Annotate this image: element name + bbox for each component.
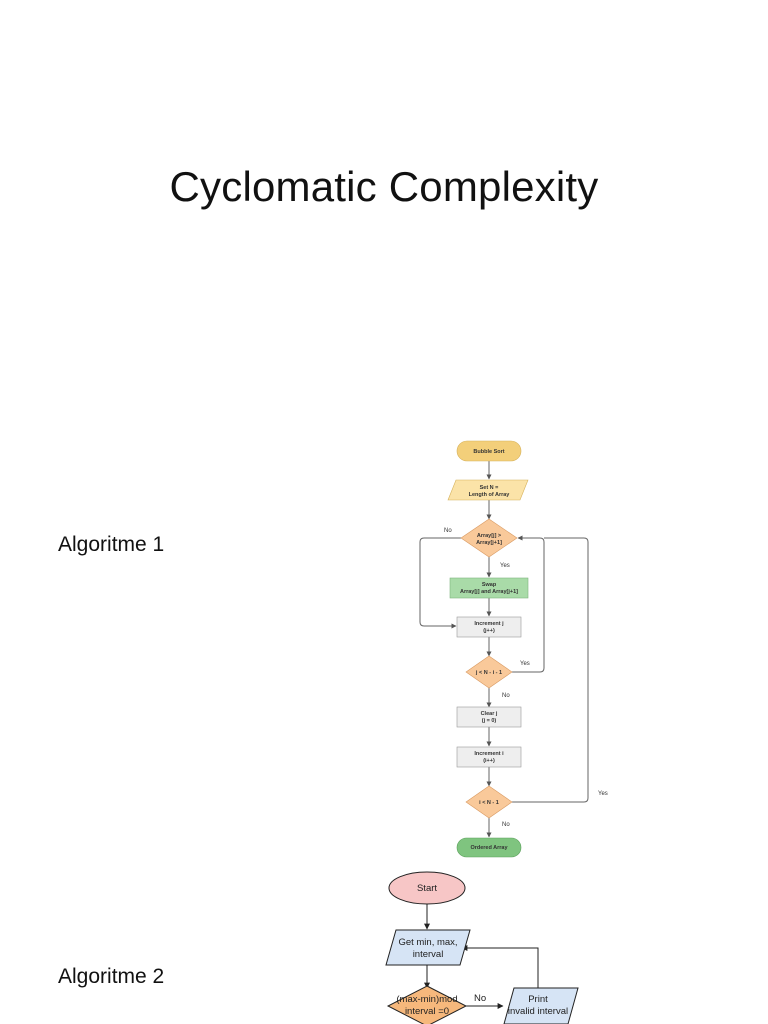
decision-interval-line2: interval =0 <box>405 1006 449 1017</box>
decision-compare-node <box>460 518 518 558</box>
set-n-label-line2: Length of Array <box>469 492 511 498</box>
algorithm-1-label: Algoritme 1 <box>58 533 165 556</box>
end-node <box>456 837 522 858</box>
decision-compare-line2: Array[j+1] <box>476 540 502 546</box>
flowchart-1-background <box>414 436 624 860</box>
start2-label: Start <box>417 883 437 894</box>
get-input-line2: interval <box>413 949 444 960</box>
increment-j-node <box>456 616 522 638</box>
edge-label-no-1: No <box>444 528 452 534</box>
interval-flowchart: Start Get min, max, interval (max-min)mo… <box>385 871 579 1024</box>
swap-label-line2: Array[j] and Array[j+1] <box>460 589 518 595</box>
set-n-io-node <box>447 479 529 501</box>
decision-j-label: j < N - i - 1 <box>475 670 502 676</box>
print-invalid-line1: Print <box>528 994 548 1005</box>
increment-j-line2: (j++) <box>483 628 495 634</box>
swap-label-line1: Swap <box>482 582 497 588</box>
print-invalid-line2: invalid interval <box>508 1006 568 1017</box>
swap-process-node <box>449 577 529 599</box>
start-node <box>456 440 522 462</box>
edge-label-yes-1: Yes <box>500 563 510 569</box>
decision-interval-node <box>386 985 468 1024</box>
decision-interval-line1: (max-min)mod <box>396 994 457 1005</box>
edge-label-no-3: No <box>502 822 510 828</box>
start2-node <box>388 871 466 905</box>
increment-j-line1: Increment j <box>474 621 504 627</box>
end-node-label: Ordered Array <box>470 845 508 851</box>
edge-label-yes-2: Yes <box>520 661 530 667</box>
increment-i-node <box>456 746 522 768</box>
decision-i-label: i < N - 1 <box>479 800 499 806</box>
decision-compare-line1: Array[j] > <box>477 533 501 539</box>
increment-i-line1: Increment i <box>474 751 504 757</box>
edge-label-no-alg2: No <box>474 993 486 1004</box>
decision-j-node <box>465 655 513 689</box>
set-n-label-line1: Set N = <box>480 485 499 491</box>
get-input-line1: Get min, max, <box>398 937 457 948</box>
flowchart-2-connectors <box>424 904 539 1009</box>
clear-j-line1: Clear j <box>481 711 498 717</box>
increment-i-line2: (i++) <box>483 758 495 764</box>
edge-label-yes-3: Yes <box>598 791 608 797</box>
flowchart-1-connectors <box>419 461 589 838</box>
get-input-io-node <box>385 929 471 966</box>
clear-j-line2: (j = 0) <box>482 718 497 724</box>
start-node-label: Bubble Sort <box>473 449 504 455</box>
decision-i-node <box>465 785 513 819</box>
algorithm-2-label: Algoritme 2 <box>58 965 165 988</box>
bubble-sort-flowchart: Bubble Sort Set N = Length of Array Arra… <box>414 436 624 860</box>
print-invalid-io-node <box>503 987 579 1024</box>
edge-label-no-2: No <box>502 693 510 699</box>
clear-j-node <box>456 706 522 728</box>
slide-title: Cyclomatic Complexity <box>169 163 599 210</box>
